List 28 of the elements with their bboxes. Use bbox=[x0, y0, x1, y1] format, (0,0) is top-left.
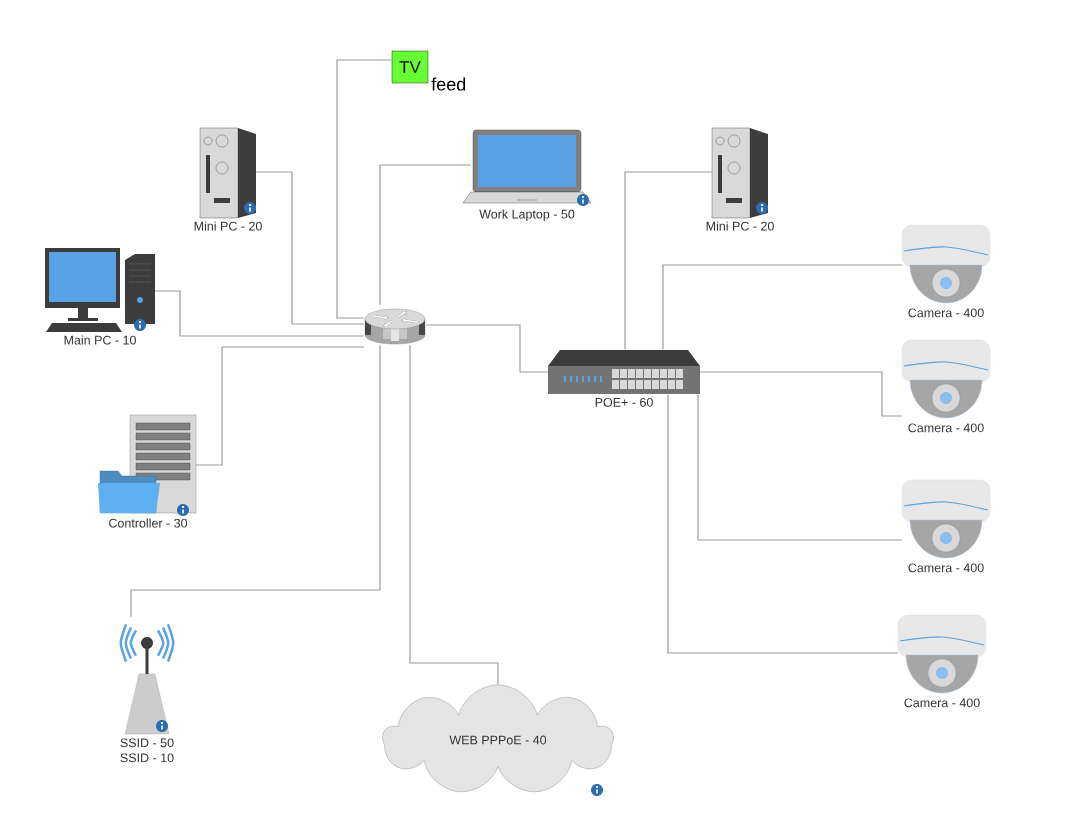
network-cable bbox=[336, 59, 393, 319]
network-cable bbox=[624, 171, 713, 350]
network-cable bbox=[154, 290, 365, 337]
device-label: Main PC - 10 bbox=[64, 335, 136, 345]
device-label: POE+ - 60 bbox=[595, 397, 653, 407]
device-label: Mini PC - 20 bbox=[706, 221, 774, 231]
tv-box: TV bbox=[391, 50, 429, 84]
device-label: Camera - 400 bbox=[904, 698, 980, 708]
network-cable bbox=[425, 324, 549, 373]
side-label: feed bbox=[431, 77, 466, 91]
device-label: Camera - 400 bbox=[908, 423, 984, 433]
device-label: SSID - 10 bbox=[120, 753, 174, 763]
network-cable bbox=[409, 344, 499, 686]
device-label: Camera - 400 bbox=[908, 308, 984, 318]
network-cable bbox=[662, 264, 903, 350]
device-label: Controller - 30 bbox=[109, 518, 188, 528]
device-label: Work Laptop - 50 bbox=[479, 209, 575, 222]
network-cable bbox=[699, 371, 903, 417]
device-label: Mini PC - 20 bbox=[194, 221, 262, 231]
router-drawing bbox=[364, 308, 426, 345]
network-cable bbox=[697, 394, 903, 541]
network-cable bbox=[667, 394, 899, 654]
network-cable bbox=[130, 344, 381, 618]
device-label: Camera - 400 bbox=[908, 563, 984, 573]
network-cable bbox=[195, 346, 365, 466]
network-cable bbox=[379, 164, 472, 306]
device-label: SSID - 50 bbox=[120, 738, 174, 748]
network-cable bbox=[255, 171, 365, 325]
